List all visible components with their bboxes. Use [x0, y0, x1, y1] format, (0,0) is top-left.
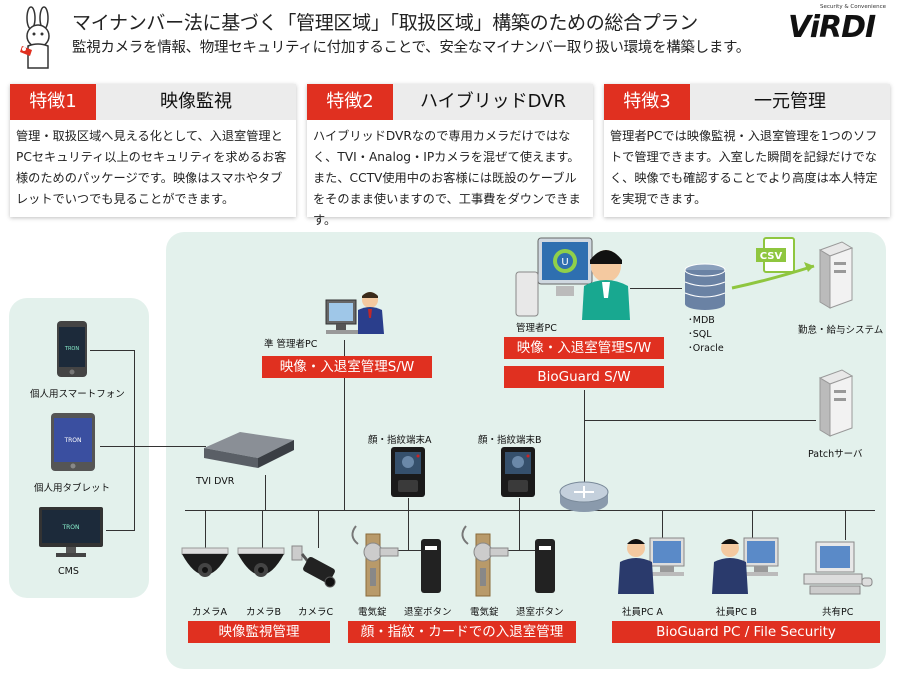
attendance-server-icon — [814, 240, 854, 310]
video-access-sw-label-2: 映像・入退室管理S/W — [504, 337, 664, 359]
patch-server-label: Patchサーバ — [808, 449, 863, 460]
electric-lock-1-icon — [346, 524, 402, 598]
lock-link — [380, 550, 433, 551]
electric-lock-2-icon — [456, 524, 512, 598]
mobile-trunk — [134, 350, 135, 531]
page-title: マイナンバー法に基づく「管理区域」「取扱区域」構築のための総合プラン — [72, 12, 698, 34]
lock-1-label: 電気錠 — [358, 607, 387, 618]
camera-a-icon — [178, 546, 232, 590]
camera-drop — [318, 510, 319, 548]
terminal-b-icon — [500, 446, 536, 498]
virdi-logo: Security & Convenience ViRDI — [788, 4, 886, 45]
video-monitoring-label: 映像監視管理 — [188, 621, 330, 643]
mascot-icon — [14, 6, 64, 74]
lock-2-label: 電気錠 — [470, 607, 499, 618]
feature-1: 特徴1 映像監視 管理・取扱区域へ見える化として、入退室管理とPCセキュリティ以… — [10, 84, 296, 217]
emp-drop — [662, 510, 663, 540]
screen-brand: TRON — [61, 524, 79, 531]
terminal-a-icon — [390, 446, 426, 498]
cms-monitor-icon: TRON — [38, 506, 104, 558]
tablet-icon: TRON — [50, 412, 96, 472]
camera-c-icon — [290, 544, 340, 592]
feature-1-heading: 映像監視 — [96, 84, 296, 120]
sub-admin-pc-label: 準 管理者PC — [264, 339, 318, 350]
camera-drop — [205, 510, 206, 548]
camera-c-label: カメラC — [298, 607, 334, 618]
terminal-b-drop — [519, 498, 520, 550]
dvr-drop — [265, 475, 266, 510]
mobile-link — [100, 446, 134, 447]
exit-button-2-icon — [534, 538, 556, 594]
page-subtitle: 監視カメラを情報、物理セキュリティに付加することで、安全なマイナンバー取り扱い環… — [72, 40, 750, 56]
patch-link — [584, 420, 816, 421]
terminal-a-label: 顔・指紋端末A — [368, 435, 432, 446]
logo-tagline: Security & Convenience — [820, 4, 886, 10]
cms-label: CMS — [58, 566, 79, 577]
feature-3-heading: 一元管理 — [690, 84, 890, 120]
subpc-drop — [344, 340, 345, 510]
sub-admin-pc-icon — [322, 288, 386, 342]
db-oracle: ･Oracle — [688, 343, 724, 354]
feature-3: 特徴3 一元管理 管理者PCでは映像監視・入退室管理を1つのソフトで管理できます… — [604, 84, 890, 217]
emp-drop — [845, 510, 846, 540]
svg-text:U: U — [561, 257, 568, 268]
bioguard-sw-label: BioGuard S/W — [504, 366, 664, 388]
camera-a-label: カメラA — [192, 607, 227, 618]
feature-3-body: 管理者PCでは映像監視・入退室管理を1つのソフトで管理できます。入室した瞬間を記… — [610, 129, 878, 206]
feature-2-tag: 特徴2 — [307, 84, 393, 120]
video-access-sw-label-1: 映像・入退室管理S/W — [262, 356, 432, 378]
lock-link — [490, 550, 545, 551]
shared-pc-icon — [800, 538, 876, 600]
camera-drop — [262, 510, 263, 548]
logo-text: ViRDI — [788, 10, 876, 45]
mobile-link — [106, 530, 134, 531]
csv-text: CSV — [760, 251, 783, 262]
employee-pc-b-icon — [708, 532, 784, 600]
dvr-link — [134, 446, 206, 447]
shared-pc-label: 共有PC — [822, 607, 854, 618]
terminal-a-drop — [408, 498, 409, 550]
router-icon — [558, 480, 610, 514]
bioguard-pc-label: BioGuard PC / File Security — [612, 621, 880, 643]
camera-b-label: カメラB — [246, 607, 282, 618]
feature-2-heading: ハイブリッドDVR — [393, 84, 593, 120]
attendance-label: 勤怠・給与システム — [798, 325, 884, 336]
smartphone-icon: TRON — [56, 320, 88, 378]
feature-3-tag: 特徴3 — [604, 84, 690, 120]
emp-drop — [752, 510, 753, 540]
dvr-label: TVI DVR — [196, 476, 235, 487]
employee-pc-b-label: 社員PC B — [716, 607, 757, 618]
admin-pc-label: 管理者PC — [516, 323, 557, 334]
patch-server-icon — [814, 368, 854, 438]
mobile-link — [90, 350, 134, 351]
employee-pc-a-label: 社員PC A — [622, 607, 663, 618]
feature-2-body: ハイブリッドDVRなので専用カメラだけではなく、TVI・Analog・IPカメラ… — [313, 129, 581, 227]
db-mdb: ･MDB — [688, 315, 715, 326]
exit-button-1-icon — [420, 538, 442, 594]
screen-brand: TRON — [64, 346, 79, 352]
database-icon — [682, 262, 728, 312]
db-sql: ･SQL — [688, 329, 712, 340]
camera-b-icon — [234, 546, 288, 590]
csv-export-icon: CSV — [730, 234, 818, 294]
admin-pc-icon: U — [512, 236, 632, 322]
employee-pc-a-icon — [614, 532, 690, 600]
access-management-label: 顔・指紋・カードでの入退室管理 — [348, 621, 576, 643]
exit-button-2-label: 退室ボタン — [516, 607, 564, 618]
tablet-label: 個人用タブレット — [34, 483, 111, 494]
terminal-b-label: 顔・指紋端末B — [478, 435, 542, 446]
screen-brand: TRON — [63, 437, 81, 444]
exit-button-1-label: 退室ボタン — [404, 607, 452, 618]
feature-1-tag: 特徴1 — [10, 84, 96, 120]
admin-drop — [584, 390, 585, 510]
dvr-icon — [200, 410, 296, 472]
feature-1-body: 管理・取扱区域へ見える化として、入退室管理とPCセキュリティ以上のセキュリティを… — [16, 129, 287, 206]
network-backbone — [185, 510, 875, 511]
feature-2: 特徴2 ハイブリッドDVR ハイブリッドDVRなので専用カメラだけではなく、TV… — [307, 84, 593, 227]
smartphone-label: 個人用スマートフォン — [30, 389, 125, 400]
db-link — [630, 288, 682, 289]
